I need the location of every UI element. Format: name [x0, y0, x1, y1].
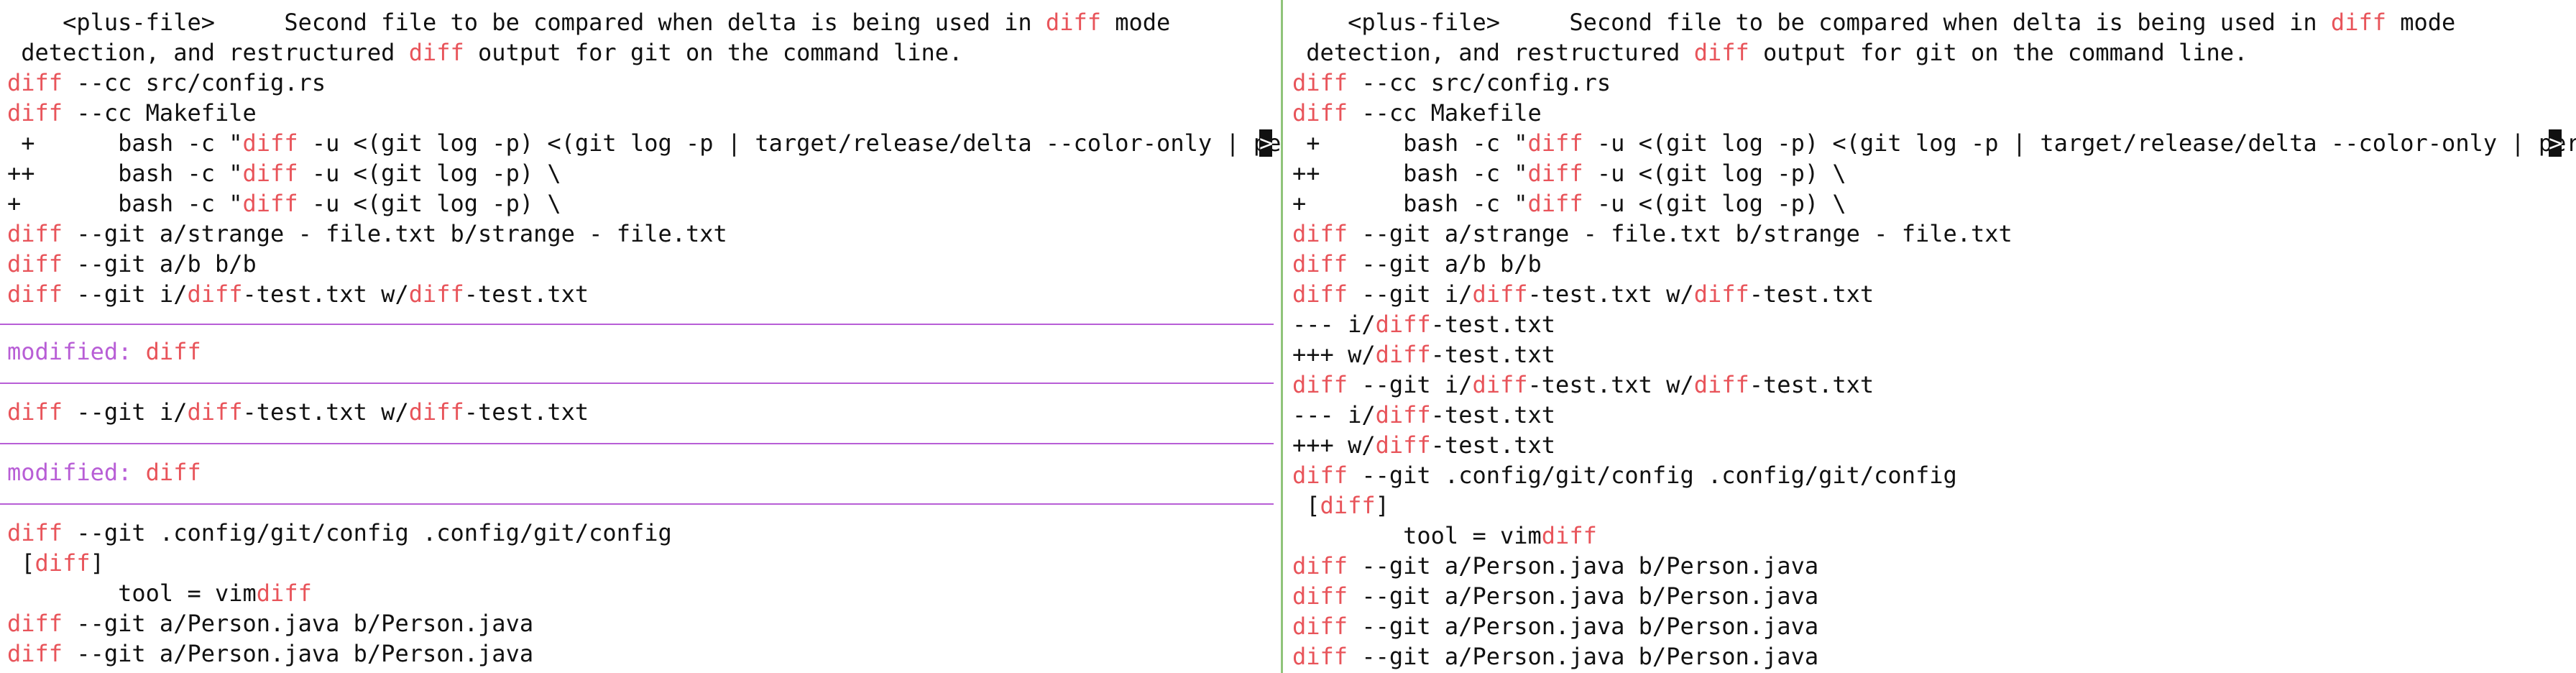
terminal-line: ++ bash -c "diff -u <(git log -p) \	[1292, 160, 1846, 187]
pane-divider[interactable]	[1281, 0, 1283, 673]
terminal-line: diff --git a/Person.java b/Person.java	[1292, 582, 1819, 610]
terminal-line: tool = vimdiff	[1292, 522, 1597, 549]
right-terminal-pane[interactable]: <plus-file> Second file to be compared w…	[1285, 0, 2576, 673]
terminal-line: [diff]	[1292, 492, 1389, 519]
terminal-line: diff --git i/diff-test.txt w/diff-test.t…	[7, 280, 589, 308]
terminal-line: + bash -c "diff -u <(git log -p) \	[7, 190, 561, 217]
section-rule	[0, 443, 1274, 444]
terminal-line: diff --git i/diff-test.txt w/diff-test.t…	[1292, 280, 1874, 308]
terminal-cursor: >	[2549, 129, 2563, 157]
terminal-line: modified: diff	[7, 459, 201, 486]
terminal-line: <plus-file> Second file to be compared w…	[1292, 9, 2456, 36]
terminal-line: tool = vimdiff	[7, 580, 312, 607]
terminal-cursor: >	[1259, 129, 1274, 157]
terminal-line: [diff]	[7, 549, 104, 577]
terminal-line: detection, and restructured diff output …	[7, 39, 963, 66]
terminal-line: diff --git a/Person.java b/Person.java	[1292, 613, 1819, 640]
terminal-line: ++ bash -c "diff -u <(git log -p) \	[7, 160, 561, 187]
section-rule	[0, 503, 1274, 505]
section-rule	[0, 324, 1274, 325]
terminal-line: diff --git .config/git/config .config/gi…	[1292, 462, 1957, 489]
terminal-line: diff --cc src/config.rs	[7, 69, 326, 96]
terminal-line: diff --git a/Person.java b/Person.java	[7, 640, 534, 667]
left-terminal-pane[interactable]: <plus-file> Second file to be compared w…	[0, 0, 1281, 673]
terminal-line: --- i/diff-test.txt	[1292, 401, 1556, 429]
terminal-line: +++ w/diff-test.txt	[1292, 341, 1556, 368]
terminal-line: diff --git a/strange - file.txt b/strang…	[7, 220, 727, 247]
terminal-line: diff --git .config/git/config .config/gi…	[7, 519, 672, 546]
terminal-line: diff --cc Makefile	[7, 99, 257, 127]
terminal-line: detection, and restructured diff output …	[1292, 39, 2248, 66]
section-rule	[0, 383, 1274, 384]
terminal-line: + bash -c "diff -u <(git log -p) <(git l…	[7, 129, 1281, 157]
terminal-line: diff --git i/diff-test.txt w/diff-test.t…	[1292, 371, 1874, 398]
terminal-line: diff --git a/b b/b	[7, 250, 257, 278]
terminal-line: <plus-file> Second file to be compared w…	[7, 9, 1171, 36]
terminal-line: diff --git i/diff-test.txt w/diff-test.t…	[7, 398, 589, 426]
terminal-line: diff --cc Makefile	[1292, 99, 1542, 127]
terminal-line: diff --git a/Person.java b/Person.java	[1292, 643, 1819, 670]
terminal-line: --- i/diff-test.txt	[1292, 311, 1556, 338]
terminal-line: modified: diff	[7, 338, 201, 365]
terminal-line: diff --git a/Person.java b/Person.java	[7, 610, 534, 637]
terminal-line: diff --git a/b b/b	[1292, 250, 1542, 278]
terminal-line: + bash -c "diff -u <(git log -p) \	[1292, 190, 1846, 217]
terminal-line: diff --cc src/config.rs	[1292, 69, 1611, 96]
terminal-line: diff --git a/strange - file.txt b/strang…	[1292, 220, 2012, 247]
terminal-line: +++ w/diff-test.txt	[1292, 431, 1556, 459]
terminal-line: diff --git a/Person.java b/Person.java	[1292, 552, 1819, 580]
terminal-line: + bash -c "diff -u <(git log -p) <(git l…	[1292, 129, 2576, 157]
